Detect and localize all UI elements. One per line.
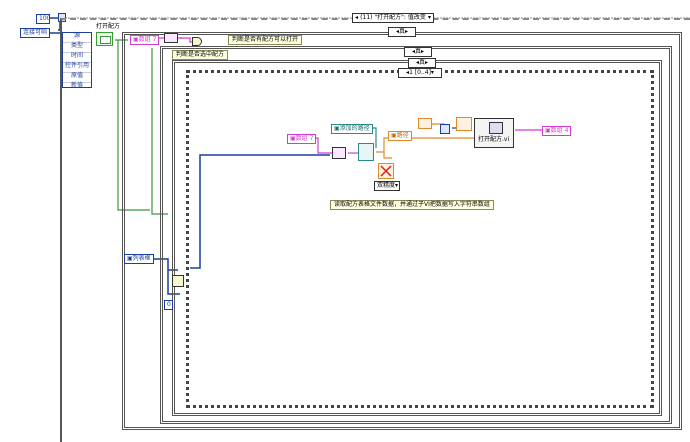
chevron-right-icon[interactable]: ▸ — [425, 59, 429, 66]
open-recipe-button-icon[interactable] — [96, 32, 113, 46]
event-case-label: (11) "打开配方": 值改变 — [360, 14, 426, 21]
path-indicator: ▣路径 — [388, 131, 412, 141]
zero-constant[interactable]: 0 — [164, 300, 173, 310]
open-recipe-title: 打开配方 — [96, 23, 121, 30]
case-selector-true-1[interactable]: ◂真▸ — [388, 27, 416, 37]
array-icon: ▣ — [290, 135, 296, 142]
chevron-down-icon[interactable]: ▾ — [427, 14, 431, 21]
add-path-control[interactable]: ▣添加的路径 — [331, 124, 373, 134]
array-7-mid[interactable]: ▣数组 7 — [287, 134, 317, 144]
array-size-node — [164, 33, 178, 43]
array-icon: ▣ — [133, 36, 139, 43]
event-case-selector[interactable]: ◂ (11) "打开配方": 值改变 ▾ — [352, 13, 434, 23]
chevron-left-icon[interactable]: ◂ — [411, 48, 415, 55]
computer-icon — [489, 122, 503, 134]
event-item: 类型 — [63, 43, 91, 53]
timeout-icon — [58, 13, 66, 22]
wire-orange-2 — [383, 152, 392, 159]
open-recipe-subvi[interactable]: 打开配方.vi — [474, 118, 514, 148]
judge-open-comment: 判断是否有配方可以打开 — [228, 35, 303, 45]
read-file-node — [378, 163, 394, 179]
double-precision-selector[interactable]: 双精度▾ — [374, 181, 400, 191]
list-box-control[interactable]: ▣列表框 — [124, 254, 154, 264]
chevron-left-icon[interactable]: ◂ — [406, 69, 410, 76]
event-data-node: 源 类型 时间 控件引用 原值 新值 — [62, 32, 92, 89]
array-node-2 — [456, 117, 472, 131]
build-path-node — [358, 143, 374, 161]
wire-listbox-up — [190, 154, 330, 269]
array-4-indicator: ▣数组 4 — [542, 126, 572, 136]
event-item: 源 — [63, 33, 91, 43]
chevron-down-icon[interactable]: ▾ — [430, 69, 434, 76]
connect-label[interactable]: 连接可响 — [20, 28, 51, 38]
case-selector-true-2[interactable]: ◂真▸ — [404, 47, 432, 57]
sequence-selector[interactable]: ◂1 [0..4]▾ — [398, 68, 442, 78]
chevron-left-icon[interactable]: ◂ — [415, 59, 419, 66]
event-item: 时间 — [63, 53, 91, 63]
subvi-label: 打开配方.vi — [478, 136, 510, 143]
array-7-top[interactable]: ▣数组 7 — [130, 35, 160, 45]
event-item: 新值 — [70, 82, 83, 89]
close-icon — [380, 165, 392, 177]
chevron-left-icon[interactable]: ◂ — [355, 14, 359, 21]
path-icon: ▣ — [334, 125, 340, 132]
array-icon: ▣ — [545, 127, 551, 134]
path-icon: ▣ — [391, 132, 397, 139]
orange-node-1 — [418, 118, 432, 129]
chevron-left-icon[interactable]: ◂ — [395, 28, 399, 35]
list-icon: ▣ — [127, 255, 133, 262]
index-node-2 — [440, 124, 450, 134]
case-selector-true-3[interactable]: ◂真▸ — [408, 58, 436, 68]
greater-than-node — [192, 37, 202, 46]
index-array-node — [332, 147, 346, 159]
chevron-right-icon[interactable]: ▸ — [421, 48, 425, 55]
connect-label-text: 连接可响 — [23, 29, 48, 36]
event-item: 原值 — [63, 73, 91, 83]
judge-selected-comment: 判断是否选中配方 — [172, 50, 229, 60]
event-item: 控件引用 — [63, 63, 91, 73]
chevron-down-icon[interactable]: ▾ — [395, 182, 399, 189]
chevron-right-icon[interactable]: ▸ — [405, 28, 409, 35]
constant-100[interactable]: 100 — [36, 14, 50, 24]
read-comment: 读取配方表格文件数据，并通过子VI把数据写入字符串数组 — [330, 200, 494, 210]
compare-node — [172, 275, 184, 287]
